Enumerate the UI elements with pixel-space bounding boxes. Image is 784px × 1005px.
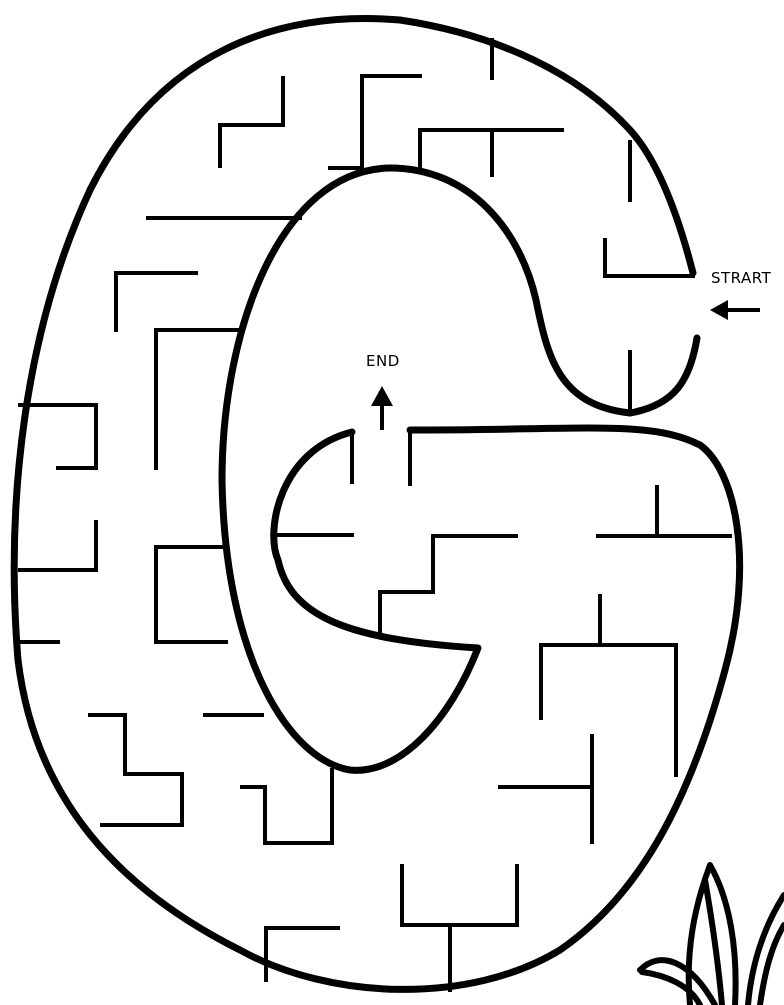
- maze-wall: [400, 864, 519, 927]
- start-marker: STRART: [710, 269, 772, 320]
- maze-wall: [264, 926, 340, 982]
- maze-wall: [360, 74, 422, 170]
- maze-wall: [18, 403, 98, 470]
- maze-wall: [218, 76, 285, 168]
- maze-wall: [154, 545, 228, 644]
- maze-wall: [378, 534, 518, 638]
- maze-inner-boundary: [218, 164, 701, 774]
- maze-outer-boundary: [10, 15, 744, 993]
- maze-wall: [114, 271, 198, 332]
- maze-wall: [603, 238, 695, 278]
- maze-wall: [88, 713, 184, 827]
- end-label: END: [366, 352, 400, 370]
- start-label: STRART: [711, 269, 772, 287]
- grass-icon: [637, 862, 784, 1005]
- arrow-up-icon: [371, 386, 393, 430]
- end-marker: END: [366, 352, 400, 430]
- maze-wall: [18, 520, 98, 572]
- maze-wall: [418, 128, 564, 172]
- maze-wall: [539, 643, 678, 777]
- maze-wall: [240, 768, 334, 845]
- maze-walls: [18, 38, 732, 992]
- arrow-left-icon: [710, 300, 760, 320]
- maze-wall: [154, 328, 242, 470]
